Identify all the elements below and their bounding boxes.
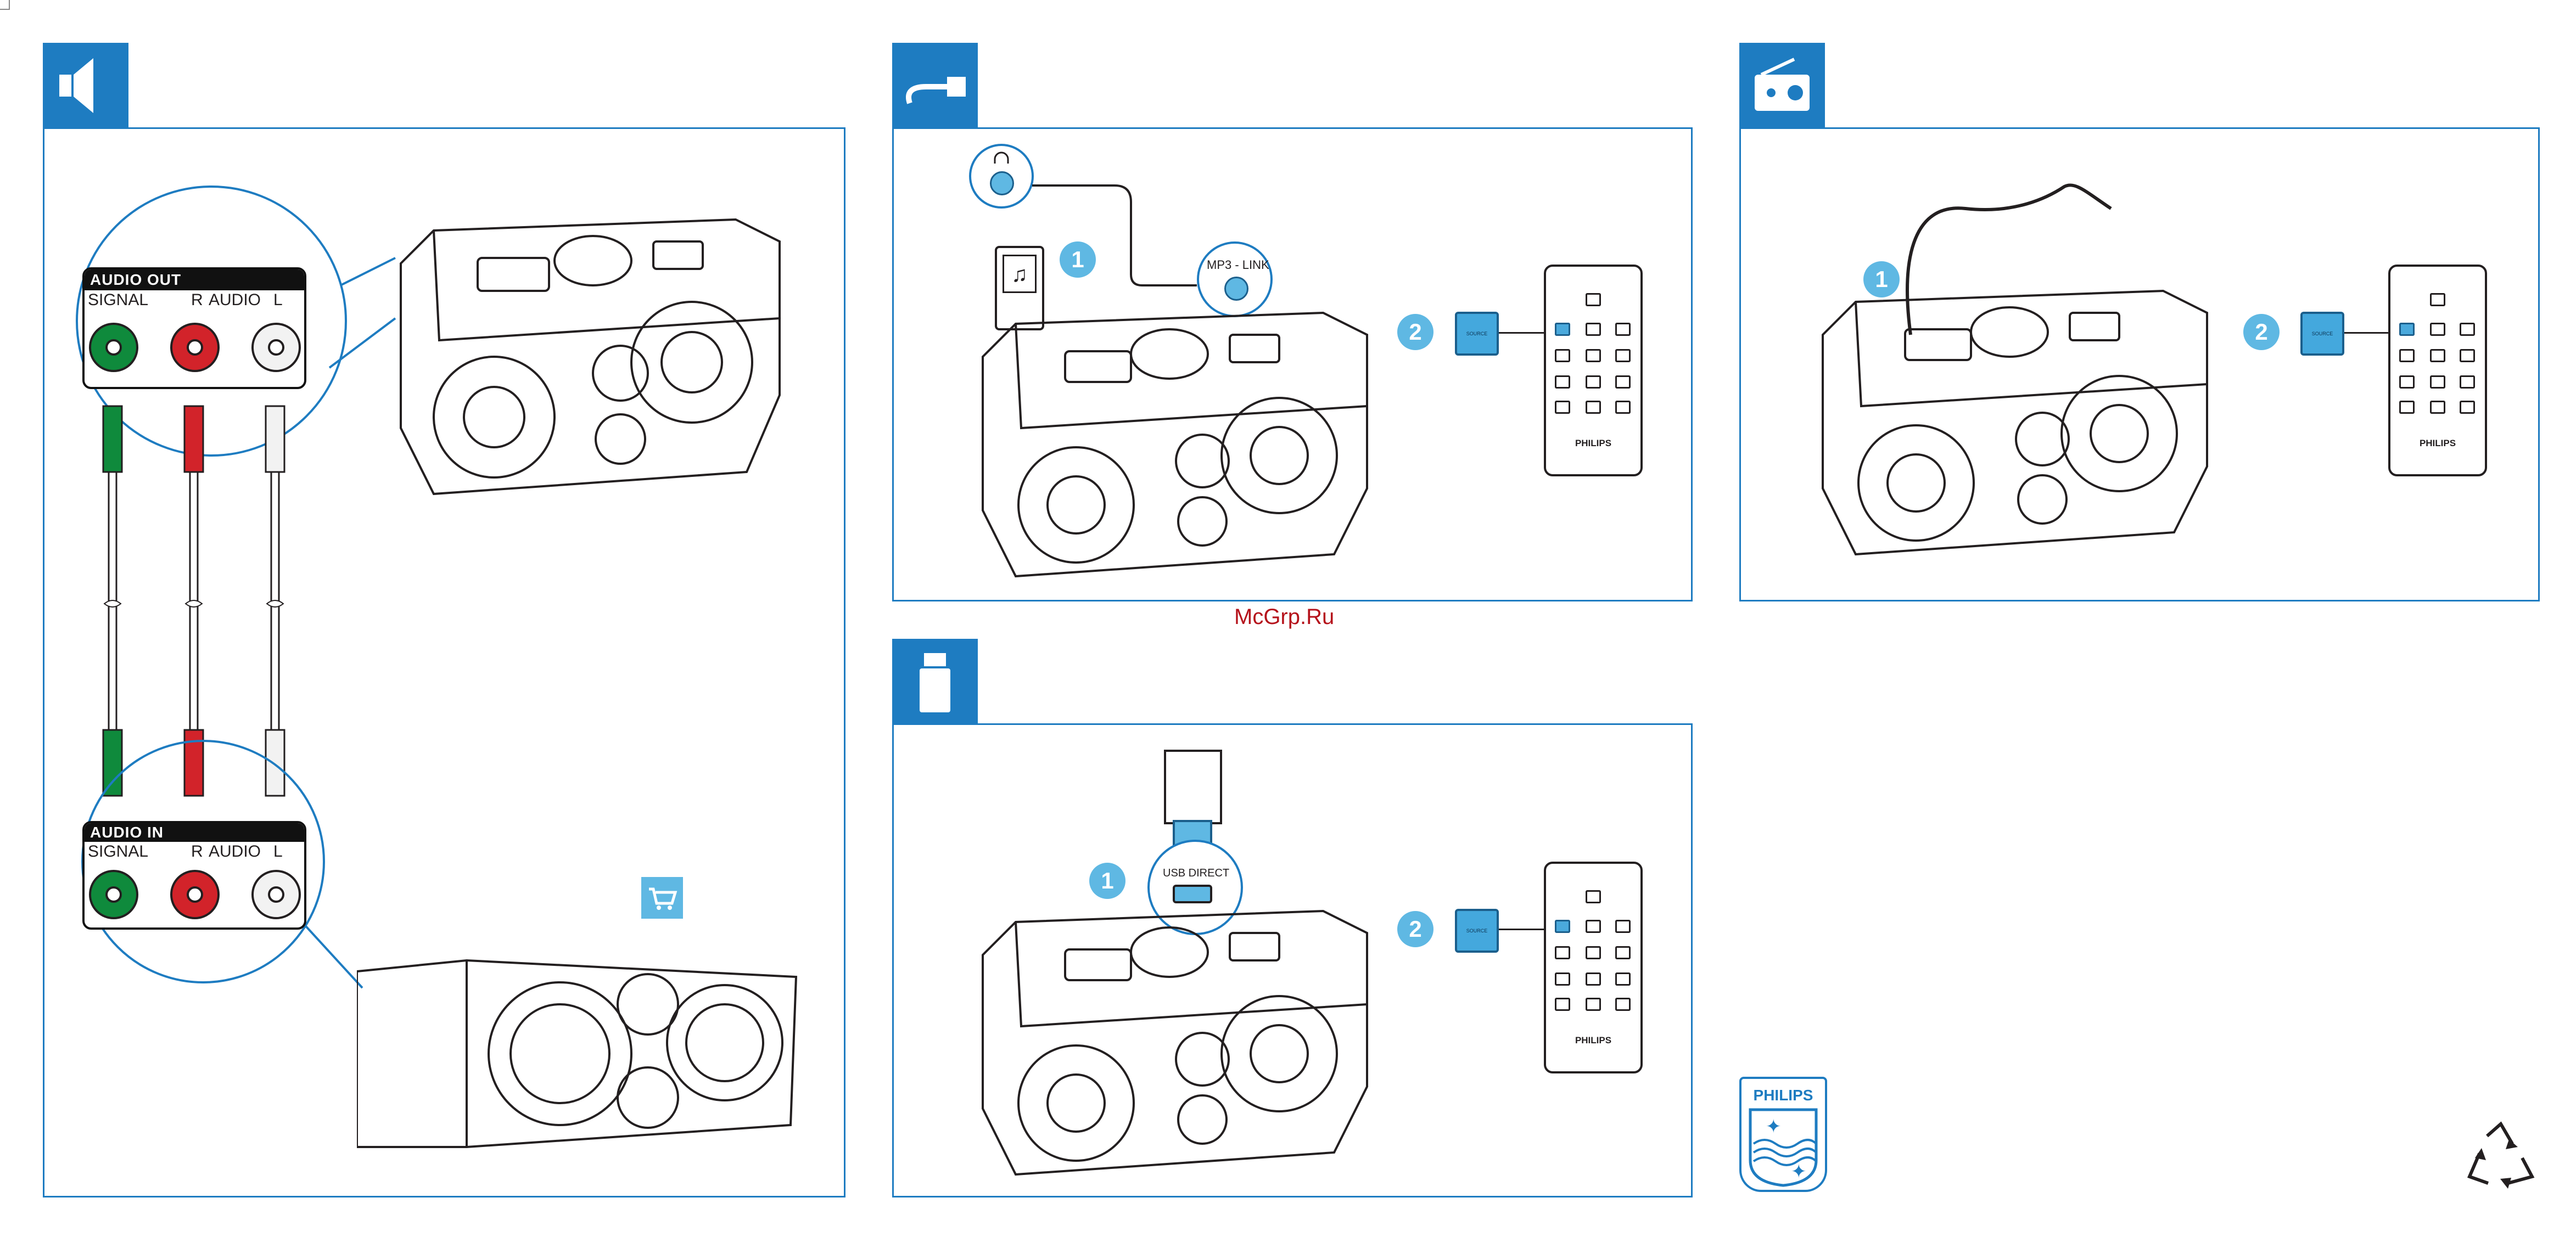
mp3-link-tab	[892, 43, 978, 128]
philips-shield-icon: ✦ ✦	[1746, 1107, 1821, 1188]
audio-out-red-jack	[170, 323, 220, 372]
audio-in-red-jack	[170, 870, 220, 919]
usb-remote-brand: PHILIPS	[1546, 1035, 1640, 1046]
audio-out-white-jack	[251, 323, 301, 372]
headphone-icon	[992, 151, 1011, 166]
radio-source-button[interactable]: SOURCE	[2300, 312, 2344, 356]
radio-remote: PHILIPS	[2388, 265, 2487, 476]
speaker-box-illustration	[357, 955, 807, 1174]
music-note-icon: ♫	[1003, 255, 1037, 293]
usb-step-2: 2	[1397, 911, 1433, 947]
philips-logo: PHILIPS ✦ ✦	[1739, 1077, 1827, 1192]
audio-in-audio-label: AUDIO	[209, 842, 261, 861]
mp3-link-cable-icon	[892, 43, 978, 128]
svg-text:✦: ✦	[1766, 1116, 1782, 1138]
audio-out-title: AUDIO OUT	[85, 269, 304, 290]
mp3-remote: PHILIPS	[1544, 265, 1643, 476]
audio-out-green-jack	[89, 323, 138, 372]
audio-in-white-jack	[251, 870, 301, 919]
radio-step-2: 2	[2243, 314, 2280, 350]
headphone-jack-circle	[969, 144, 1034, 209]
shopping-cart-icon	[641, 877, 683, 919]
radio-icon	[1739, 43, 1825, 128]
audio-in-green-jack	[89, 870, 138, 919]
audio-out-l-label: L	[273, 291, 283, 310]
shopping-cart-button[interactable]	[641, 877, 683, 919]
watermark: McGrp.Ru	[1234, 605, 1334, 629]
speaker-icon	[43, 43, 128, 128]
usb-remote: PHILIPS	[1544, 862, 1643, 1073]
audio-in-title: AUDIO IN	[85, 823, 304, 842]
usb-drive-icon	[892, 639, 978, 724]
crop-mark	[9, 0, 10, 10]
mp3-step-2: 2	[1397, 314, 1433, 350]
mp3-step-1: 1	[1060, 241, 1096, 278]
usb-source-button[interactable]: SOURCE	[1455, 909, 1499, 953]
boombox-illustration	[384, 198, 791, 505]
audio-in-l-label: L	[273, 842, 283, 861]
mp3-source-button[interactable]: SOURCE	[1455, 312, 1499, 356]
usb-boombox-illustration	[972, 889, 1378, 1185]
audio-in-r-label: R	[191, 842, 203, 861]
audio-in-signal-label: SIGNAL	[88, 842, 148, 861]
audio-out-r-label: R	[191, 291, 203, 310]
philips-logo-text: PHILIPS	[1741, 1087, 1825, 1104]
mp3-remote-brand: PHILIPS	[1546, 438, 1640, 449]
audio-out-audio-label: AUDIO	[209, 291, 261, 310]
usb-tab	[892, 639, 978, 724]
mp3-link-label: MP3 - LINK	[1207, 258, 1269, 272]
usb-direct-label: USB DIRECT	[1163, 867, 1229, 880]
usb-stick	[1164, 750, 1222, 824]
svg-text:✦: ✦	[1791, 1161, 1807, 1183]
radio-tab	[1739, 43, 1825, 128]
radio-boombox-illustration	[1812, 269, 2218, 565]
audio-out-signal-label: SIGNAL	[88, 291, 148, 310]
radio-remote-brand: PHILIPS	[2390, 438, 2485, 449]
speaker-tab	[43, 43, 128, 128]
recycle-icon	[2465, 1120, 2536, 1191]
mp3-boombox-illustration	[972, 291, 1378, 587]
